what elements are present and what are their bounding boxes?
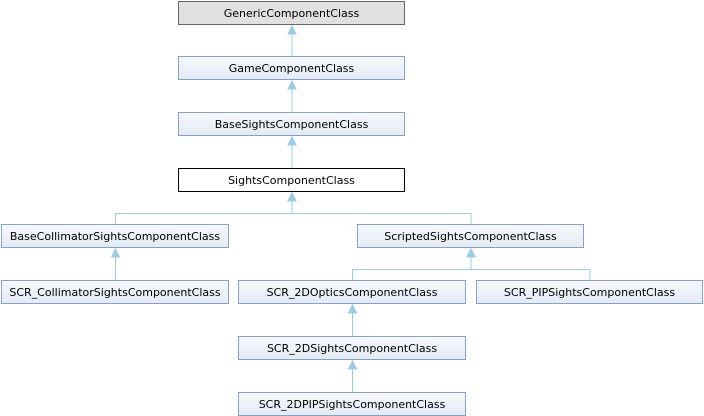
inheritance-arrowhead (287, 79, 297, 90)
class-node-sights-component: SightsComponentClass (178, 168, 405, 192)
inheritance-arrowhead (287, 191, 297, 202)
inheritance-arrowhead (287, 135, 297, 146)
class-node-scr-2d-pip-sights-component[interactable]: SCR_2DPIPSightsComponentClass (238, 392, 466, 416)
inheritance-arrowhead (110, 247, 121, 258)
inheritance-arrowhead (347, 303, 358, 314)
inheritance-edge (470, 257, 591, 280)
class-node-game-component[interactable]: GameComponentClass (178, 56, 405, 80)
inheritance-arrowhead (287, 24, 297, 35)
class-node-scr-collimator-sights-component[interactable]: SCR_CollimatorSightsComponentClass (1, 280, 229, 304)
class-node-scr-2d-optics-component[interactable]: SCR_2DOpticsComponentClass (238, 280, 466, 304)
class-node-generic-component: GenericComponentClass (178, 1, 405, 25)
class-node-base-sights-component[interactable]: BaseSightsComponentClass (178, 112, 405, 136)
inheritance-arrowhead (466, 247, 476, 258)
inheritance-edge (352, 257, 472, 280)
class-node-base-collimator-sights-component[interactable]: BaseCollimatorSightsComponentClass (1, 224, 229, 248)
class-node-scripted-sights-component[interactable]: ScriptedSightsComponentClass (357, 224, 584, 248)
inheritance-edge (291, 201, 472, 224)
inheritance-arrowhead (347, 359, 358, 370)
class-node-scr-pip-sights-component[interactable]: SCR_PIPSightsComponentClass (476, 280, 703, 304)
inheritance-edge (115, 201, 293, 224)
class-node-scr-2d-sights-component[interactable]: SCR_2DSightsComponentClass (238, 336, 466, 360)
